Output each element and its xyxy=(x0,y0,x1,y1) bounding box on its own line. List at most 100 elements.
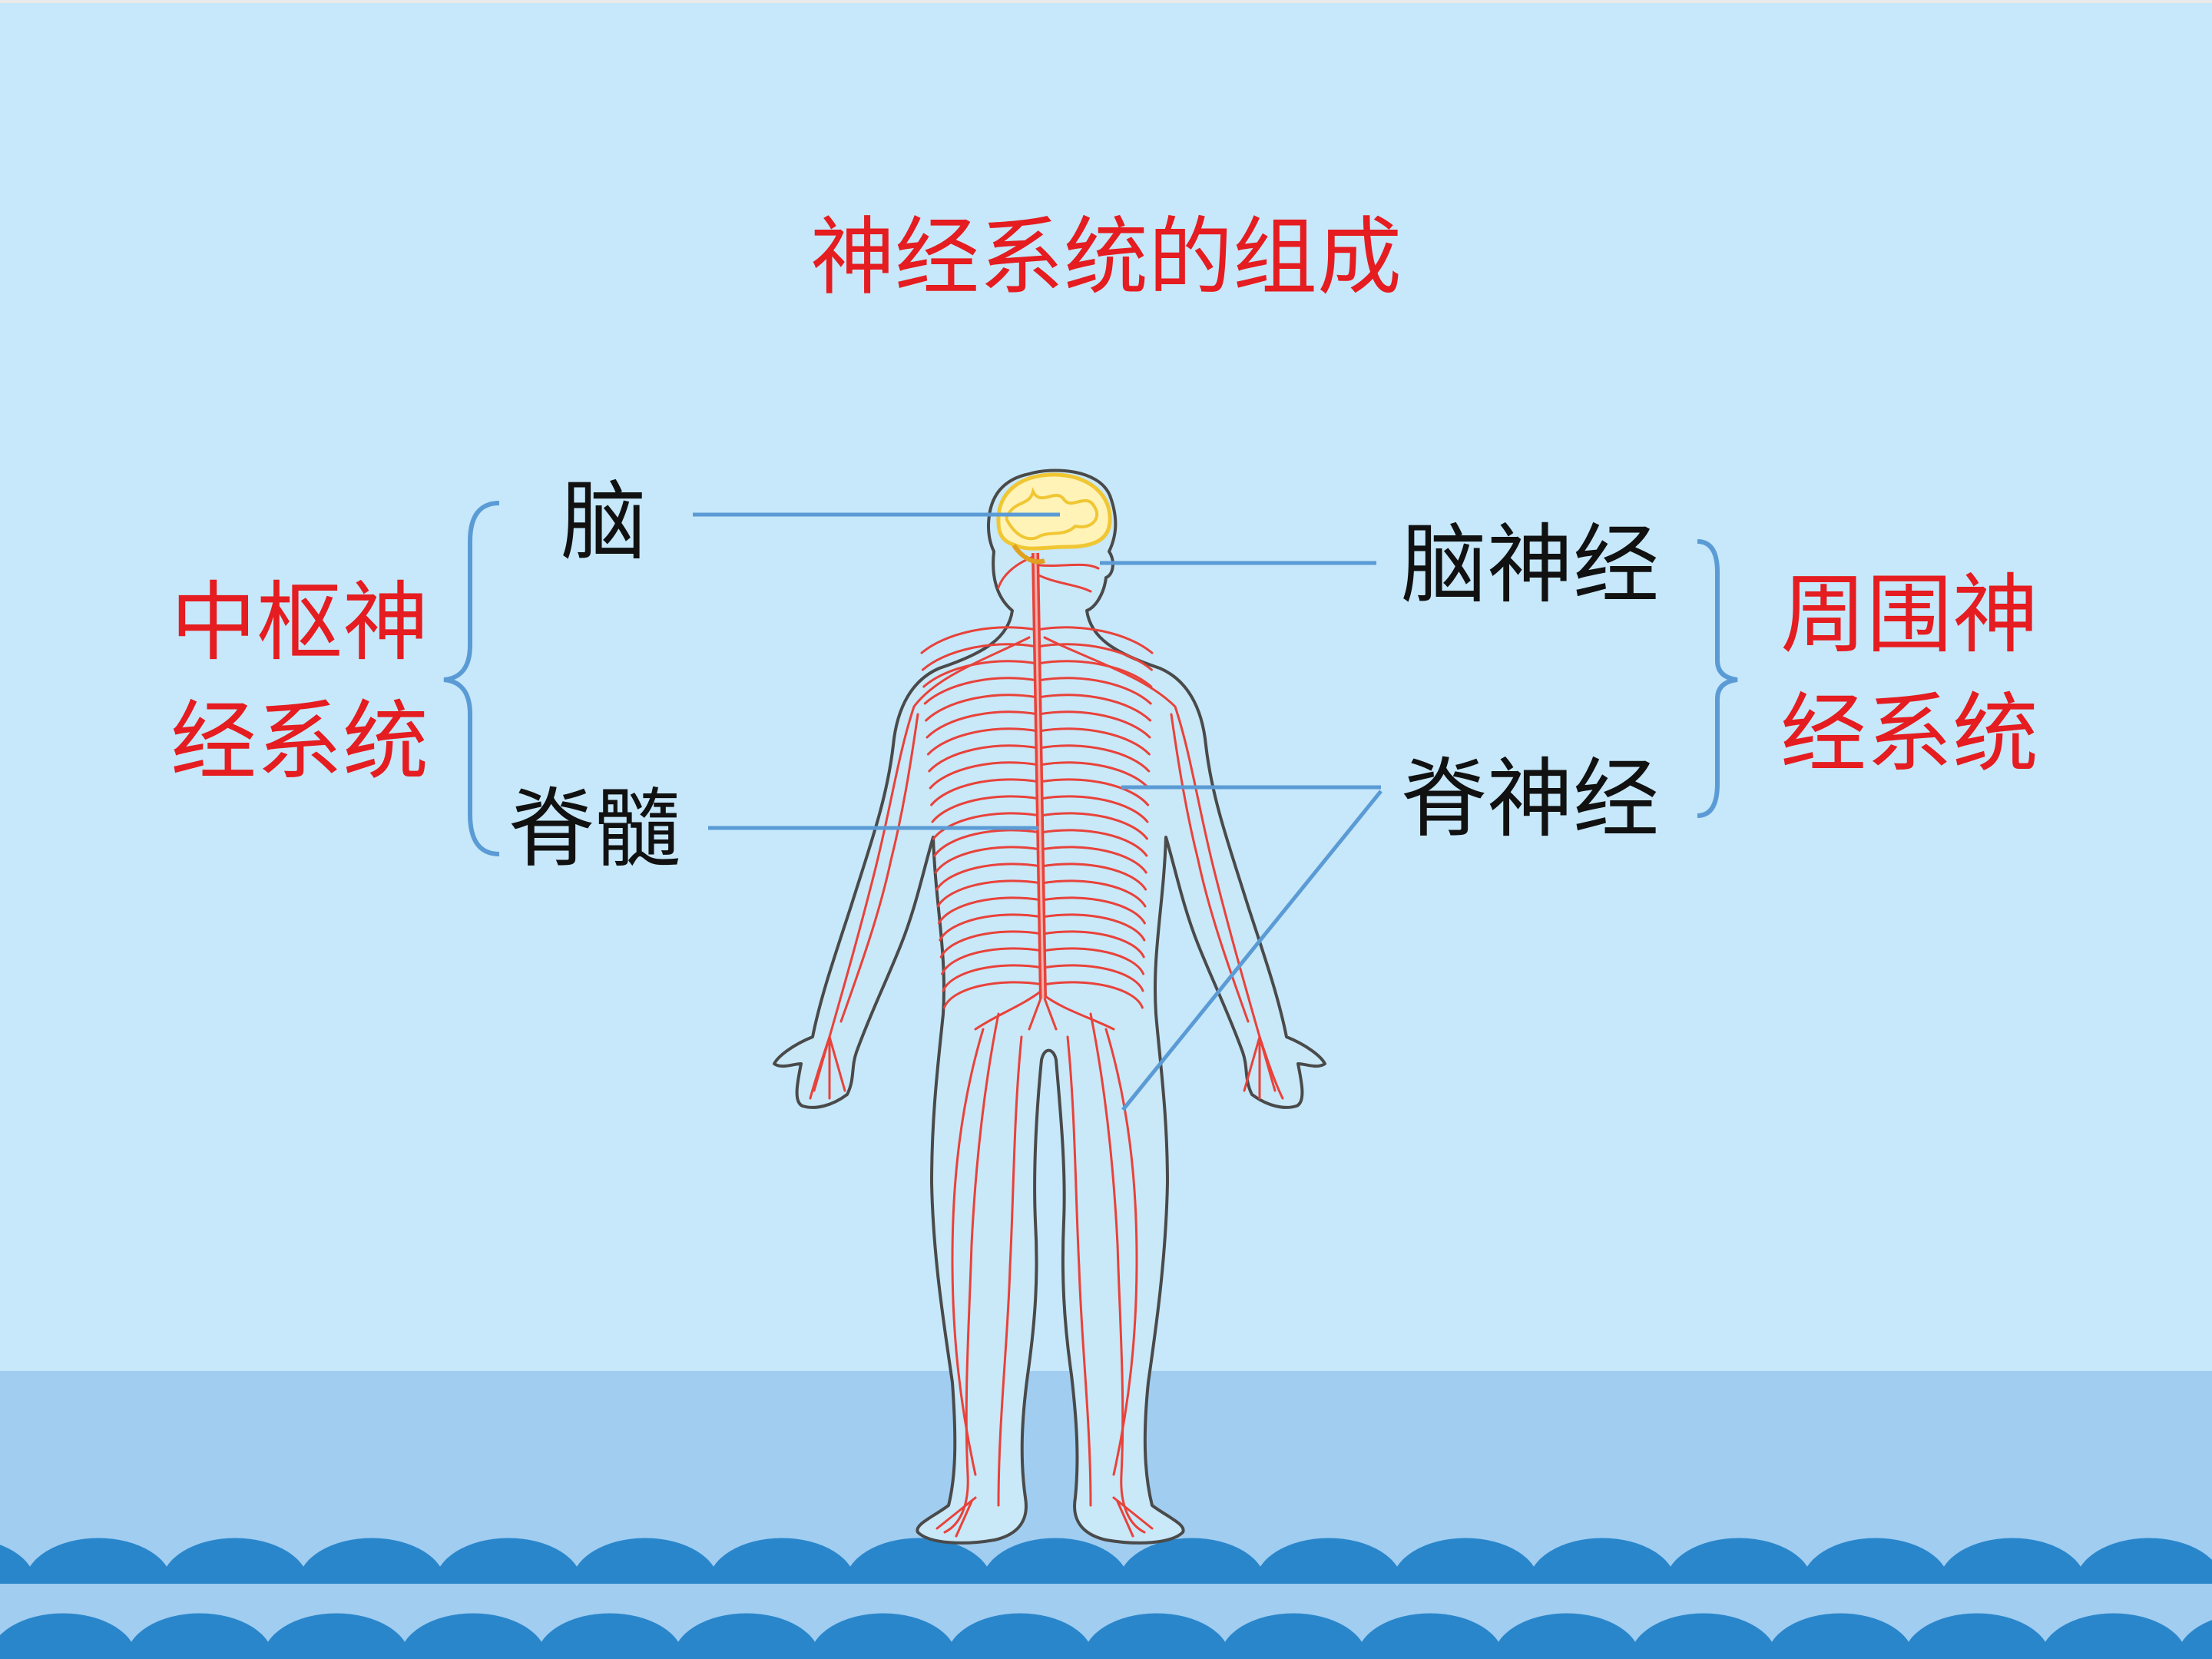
wave-bump xyxy=(1118,1538,1266,1584)
cranial-nerves-label: 脑神经 xyxy=(1401,515,1659,615)
wave-bump xyxy=(2075,1538,2212,1584)
nerve-branch xyxy=(1104,1028,1138,1476)
nerve-branch xyxy=(1041,981,1144,1009)
nerve-branch xyxy=(929,761,1041,790)
nerve-branch xyxy=(935,863,1043,891)
nerve-branch xyxy=(1039,829,1148,857)
nerve-branch xyxy=(839,713,919,1023)
nerve-branch xyxy=(1036,660,1153,688)
nerve-branch xyxy=(1038,795,1149,823)
wave-bump xyxy=(810,1613,957,1659)
left-brace xyxy=(443,501,500,856)
wave-bump xyxy=(1356,1613,1504,1659)
nerve-branch xyxy=(1041,993,1115,1031)
wave-bump xyxy=(946,1613,1094,1659)
peripheral-nerves xyxy=(809,555,1284,1538)
nerve-branch xyxy=(935,1496,977,1530)
brain-shape xyxy=(996,472,1112,565)
nerve-branch xyxy=(1043,997,1058,1031)
spinal-cord-label: 脊髓 xyxy=(508,780,680,879)
wave-bump xyxy=(1939,1538,2086,1584)
nerve-branch xyxy=(1039,846,1147,874)
wave-bump xyxy=(2040,1613,2187,1659)
leader-spinal-nerves-lower xyxy=(1121,790,1382,1111)
wave-bump xyxy=(845,1538,992,1584)
nerve-branch xyxy=(934,846,1042,874)
nerve-branch xyxy=(928,744,1041,773)
body-outline xyxy=(773,469,1326,1545)
nerve-branch xyxy=(932,812,1041,840)
wave-bump xyxy=(0,1613,137,1659)
wave-bump xyxy=(399,1613,547,1659)
nerve-branch xyxy=(1040,863,1147,891)
nerve-branch xyxy=(1038,778,1150,806)
wave-bump xyxy=(1220,1613,1367,1659)
nerve-branch xyxy=(939,930,1044,959)
nerve-branch xyxy=(1040,896,1146,925)
nerve-branch xyxy=(1037,694,1152,722)
wave-bump xyxy=(1392,1538,1539,1584)
nerve-branch xyxy=(1258,1035,1277,1092)
nerve-branch xyxy=(1037,727,1151,756)
nerve-branch xyxy=(933,829,1042,857)
nerve-branch xyxy=(1035,626,1154,654)
nerve-branch xyxy=(942,964,1045,992)
nerve-branch xyxy=(939,913,1044,942)
cns-label-line2: 经系统 xyxy=(171,692,429,792)
nerve-branch xyxy=(1112,1496,1154,1530)
wave-bump xyxy=(1903,1613,2051,1659)
wave-bump xyxy=(571,1538,719,1584)
nerve-branch xyxy=(937,896,1043,925)
spinal-cord-highlight xyxy=(1034,552,1045,999)
nerve-branch xyxy=(930,778,1041,806)
wave-bump xyxy=(1665,1538,1813,1584)
wave-bump xyxy=(1083,1613,1230,1659)
nerve-branch xyxy=(943,1012,1000,1534)
nerve-branch xyxy=(920,626,1038,654)
spinal-nerves-label: 脊神经 xyxy=(1401,750,1659,849)
wave-bump xyxy=(536,1613,684,1659)
nerve-branch xyxy=(1031,563,1100,570)
wave-bump xyxy=(2177,1620,2212,1659)
brain-label: 脑 xyxy=(561,472,647,572)
wave-bump xyxy=(708,1538,856,1584)
nerve-branch xyxy=(931,795,1041,823)
wave-bump xyxy=(1767,1613,1914,1659)
nerve-branch xyxy=(926,727,1040,756)
nerve-branch xyxy=(1170,713,1250,1023)
nerve-branch xyxy=(926,710,1040,739)
wave-bump xyxy=(435,1538,582,1584)
nerve-branch xyxy=(925,694,1040,722)
nerve-branch xyxy=(951,1028,985,1476)
right-brace xyxy=(1697,539,1738,818)
wave-bump xyxy=(161,1538,309,1584)
wave-bump xyxy=(1493,1613,1641,1659)
pns-label-line1: 周围神 xyxy=(1780,565,2038,665)
nerve-branch xyxy=(1036,677,1152,705)
wave-bump xyxy=(1255,1538,1402,1584)
nerve-branch xyxy=(923,677,1039,705)
wave-bump xyxy=(25,1538,172,1584)
nerve-branch xyxy=(1038,812,1148,840)
nerve-branch xyxy=(936,879,1043,908)
wave-bump xyxy=(1802,1538,1949,1584)
nerve-branch xyxy=(1037,710,1151,739)
wave-bump xyxy=(298,1538,445,1584)
nerve-branch xyxy=(941,947,1045,975)
nerve-branch xyxy=(1041,930,1145,959)
wave-bump xyxy=(263,1613,410,1659)
wave-pattern xyxy=(0,1538,2212,1659)
cns-label-line1: 中枢神 xyxy=(171,573,429,673)
nerve-branch xyxy=(828,1035,846,1092)
nerve-branch xyxy=(1066,1035,1092,1507)
nerve-branch xyxy=(921,643,1038,671)
nerve-branch xyxy=(1089,1012,1146,1534)
human-body-figure xyxy=(773,469,1326,1545)
nerve-branch xyxy=(1041,913,1146,942)
nerve-branch xyxy=(942,981,1045,1009)
nerve-branch xyxy=(813,1035,831,1092)
nerve-branch xyxy=(1116,1500,1134,1538)
nerve-branch xyxy=(1040,879,1147,908)
nerve-branch xyxy=(974,989,1043,1031)
